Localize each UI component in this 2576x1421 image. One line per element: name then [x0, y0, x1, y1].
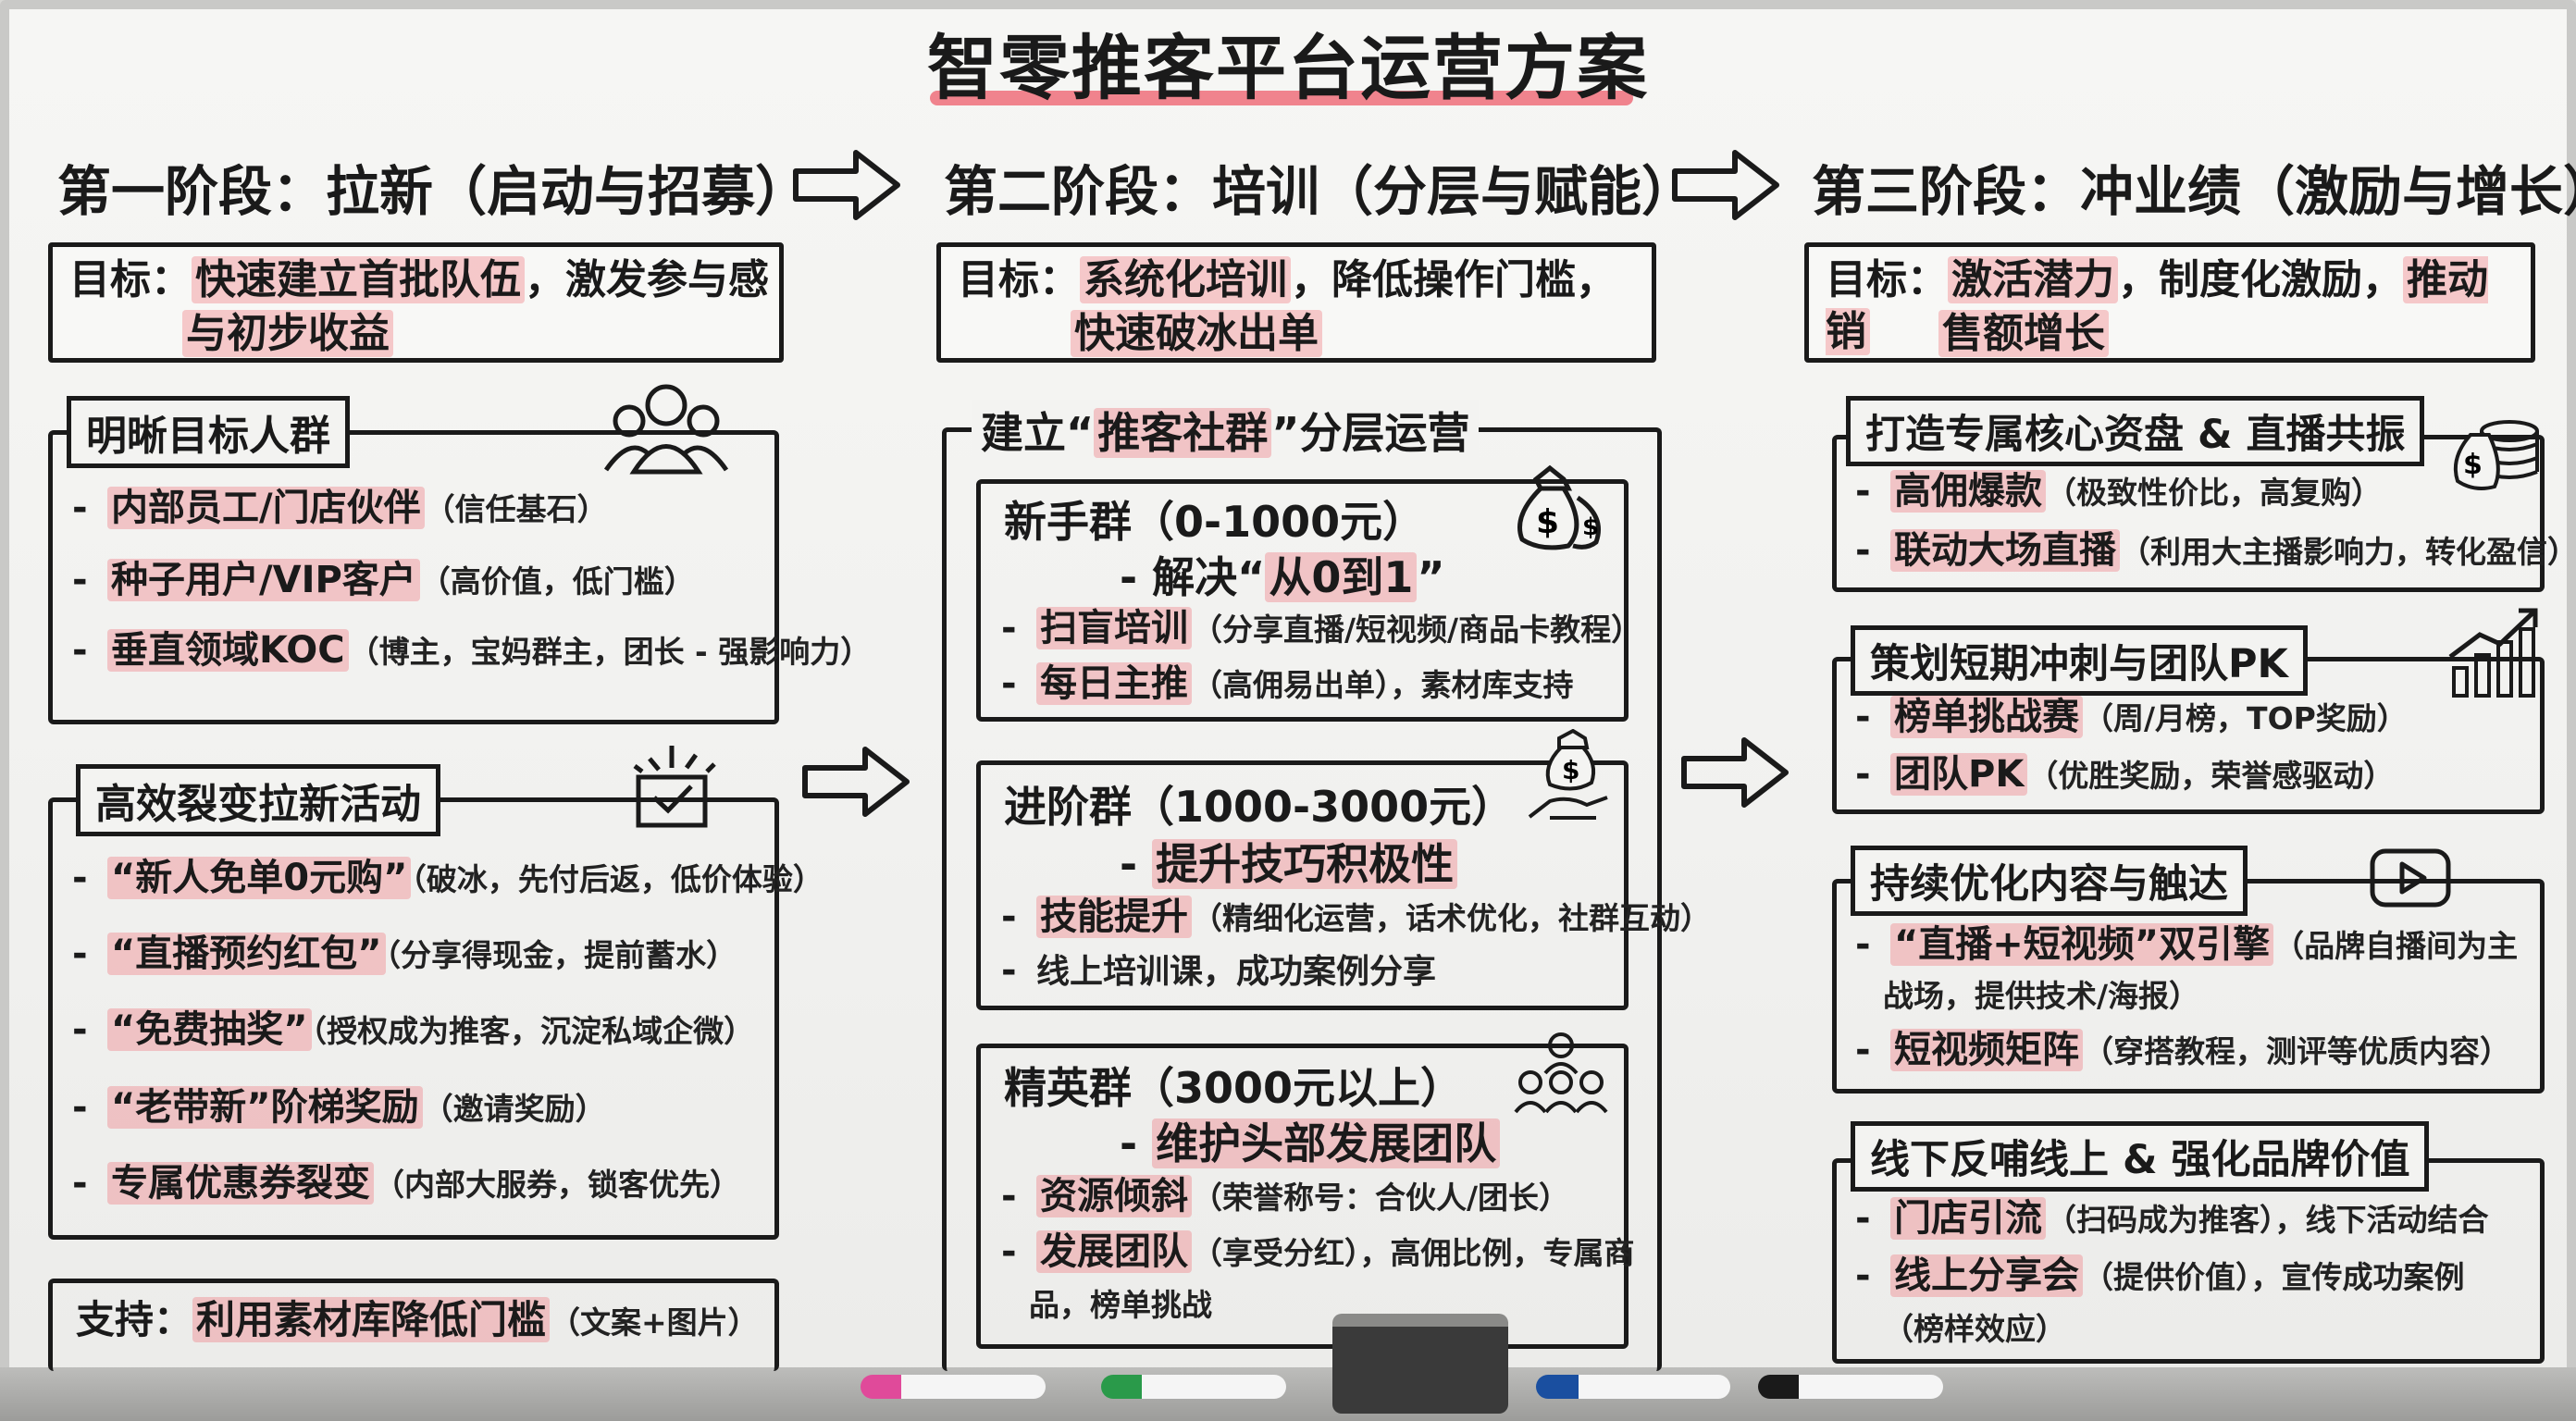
black-marker — [1758, 1375, 1943, 1399]
list-item: -团队PK（优胜奖励，荣誉感驱动） — [1855, 753, 2395, 796]
goal-prefix: 目标： — [958, 256, 1080, 303]
money-stack-icon: $ — [2453, 420, 2539, 490]
play-button-icon — [2370, 848, 2451, 908]
goal-prefix: 目标： — [69, 256, 192, 303]
list-item: -垂直领域KOC（博主，宝妈群主，团长 - 强影响力） — [72, 629, 872, 672]
arrow-right-icon — [802, 747, 910, 817]
growth-chart-icon — [2448, 608, 2538, 698]
section-title: 策划短期冲刺与团队PK — [1851, 625, 2308, 696]
list-item-continued: 战场，提供技术/海报） — [1883, 978, 2200, 1014]
title-underline — [930, 91, 1633, 105]
list-item: -专属优惠券裂变（内部大服券，锁客优先） — [72, 1162, 740, 1205]
section-title: 高效裂变拉新活动 — [76, 764, 440, 836]
goal-highlight: 售额增长 — [1938, 310, 2109, 357]
green-marker — [1101, 1375, 1286, 1399]
svg-text:$: $ — [1536, 503, 1559, 541]
target-audience-section — [48, 430, 779, 724]
section-title: 线下反哺线上 & 强化品牌价值 — [1851, 1121, 2430, 1192]
support-text: 支持：利用素材库降低门槛（文案+图片） — [76, 1297, 759, 1342]
list-item: -高佣爆款（极致性价比，高复购） — [1855, 470, 2382, 513]
phase-1-goal: 目标：快速建立首批队伍，激发参与感 与初步收益 — [48, 242, 784, 363]
goal-text: ，降低操作门槛， — [1291, 256, 1616, 303]
goal-highlight: 系统化培训 — [1080, 256, 1291, 303]
section-title: 明晰目标人群 — [67, 396, 350, 468]
money-bag-icon: $ $ — [1517, 464, 1601, 550]
list-item: -“老带新”阶梯奖励（邀请奖励） — [72, 1086, 606, 1129]
group-newbie — [976, 479, 1629, 722]
list-item: -技能提升（精细化运营，话术优化，社群互动） — [1001, 896, 1711, 938]
group-name: 新手群（0-1000元） — [1004, 497, 1426, 547]
goal-text: ，制度化激励， — [2118, 256, 2403, 303]
phase-2-goal: 目标：系统化培训，降低操作门槛， 快速破冰出单 — [936, 242, 1656, 363]
list-item: -联动大场直播（利用大主播影响力，转化盈信） — [1855, 529, 2576, 572]
arrow-right-icon — [1681, 737, 1789, 808]
phase-3-heading: 第三阶段：冲业绩（激励与增长） — [1812, 160, 2576, 223]
section-title: 打造专属核心资盘 & 直播共振 — [1846, 396, 2425, 466]
group-name: 进阶群（1000-3000元） — [1004, 782, 1515, 832]
goal-text: ，激发参与感 — [525, 256, 769, 303]
list-item: -资源倾斜（荣誉称号：合伙人/团长） — [1001, 1175, 1570, 1217]
group-tagline: - 提升技巧积极性 — [1120, 831, 1458, 892]
arrow-right-icon — [1672, 150, 1779, 220]
goal-highlight: 快速建立首批队伍 — [192, 256, 525, 303]
goal-highlight: 与初步收益 — [182, 310, 393, 357]
list-item: -门店引流（扫码成为推客），线下活动结合 — [1855, 1197, 2489, 1240]
section-title: 建立“推客社群”分层运营 — [972, 400, 1480, 461]
list-item: -榜单挑战赛（周/月榜，TOP奖励） — [1855, 696, 2408, 738]
list-item: -“直播预约红包”（分享得现金，提前蓄水） — [72, 933, 737, 975]
goal-highlight: 快速破冰出单 — [1071, 310, 1322, 357]
phase-2-heading: 第二阶段：培训（分层与赋能） — [944, 160, 1696, 223]
group-tagline: - 维护头部发展团队 — [1120, 1110, 1501, 1171]
phase-3-goal: 目标：激活潜力，制度化激励，推动销 售额增长 — [1804, 242, 2535, 363]
list-item: -内部员工/门店伙伴（信任基石） — [72, 487, 608, 529]
list-item: -发展团队（享受分红），高佣比例，专属商 — [1001, 1230, 1635, 1273]
page-title: 智零推客平台运营方案 — [927, 27, 1649, 109]
arrow-right-icon — [793, 150, 900, 220]
group-tagline: - 解决“从0到1” — [1120, 552, 1445, 602]
list-item: -线上分享会（提供价值），宣传成功案例 — [1855, 1254, 2465, 1297]
list-item: -线上培训课，成功案例分享 — [1001, 949, 1437, 992]
goal-prefix: 目标： — [1826, 256, 1948, 303]
support-section — [48, 1279, 779, 1371]
blue-marker — [1536, 1375, 1730, 1399]
list-item: -每日主推（高佣易出单），素材库支持 — [1001, 662, 1574, 705]
list-item-continued: 品，榜单挑战 — [1029, 1287, 1212, 1323]
list-item: -扫盲培训（分享直播/短视频/商品卡教程） — [1001, 607, 1642, 649]
list-item: -“直播+短视频”双引擎（品牌自播间为主 — [1855, 923, 2519, 966]
list-item-continued: （榜样效应） — [1883, 1311, 2066, 1347]
marker-tray — [0, 1367, 2576, 1421]
list-item: -短视频矩阵（穿搭教程，测评等优质内容） — [1855, 1029, 2510, 1071]
svg-text:$: $ — [2463, 449, 2483, 481]
svg-text:$: $ — [1582, 513, 1599, 541]
list-item: -“新人免单0元购”（破冰，先付后返，低价体验） — [72, 857, 824, 899]
gift-box-icon — [633, 746, 716, 828]
eraser — [1332, 1314, 1508, 1414]
section-title: 持续优化内容与触达 — [1851, 846, 2248, 916]
list-item: -“免费抽奖”（授权成为推客，沉淀私域企微） — [72, 1008, 755, 1051]
phase-1-heading: 第一阶段：拉新（启动与招募） — [57, 160, 810, 223]
svg-text:$: $ — [1562, 755, 1579, 785]
money-hand-icon: $ — [1528, 729, 1608, 820]
group-advanced — [976, 760, 1629, 1010]
team-icon — [1514, 1032, 1608, 1114]
people-icon — [603, 384, 729, 475]
goal-highlight: 激活潜力 — [1948, 256, 2118, 303]
group-name: 精英群（3000元以上） — [1004, 1063, 1464, 1113]
list-item: -种子用户/VIP客户（高价值，低门槛） — [72, 559, 695, 601]
group-elite — [976, 1044, 1629, 1349]
pink-marker — [861, 1375, 1046, 1399]
